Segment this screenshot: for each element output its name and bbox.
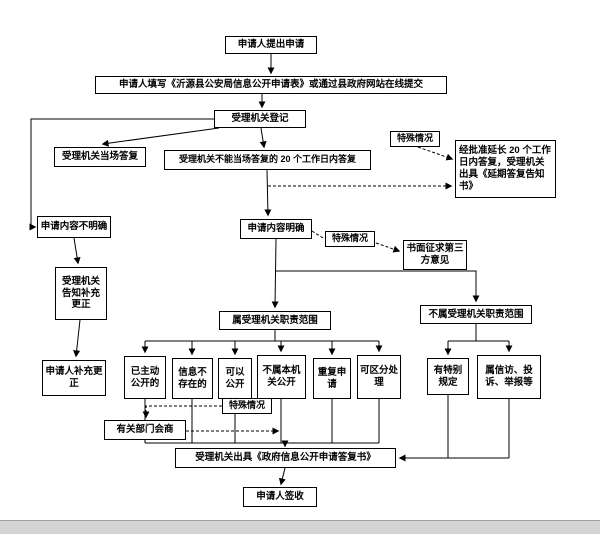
node-applicant-submit: 申请人提出申请 [225,36,317,54]
node-already-public: 已主动公开的 [124,356,166,399]
node-info-not-exist: 信息不存在的 [172,358,213,399]
node-third-party-opinion: 书面征求第三方意见 [403,240,467,270]
node-reply-within-20-days: 受理机关不能当场答复的 20 个工作日内答复 [164,150,371,170]
node-within-agency-scope: 属受理机关职责范围 [219,311,331,330]
node-outside-agency-scope: 不属受理机关职责范围 [420,305,532,324]
node-special-rules: 有特别规定 [427,358,469,395]
node-special-case-1: 特殊情况 [390,131,440,147]
node-repeat-application: 重复申请 [313,358,351,399]
node-separable-handling: 可区分处理 [357,355,401,399]
node-applicant-sign-receipt: 申请人签收 [243,487,317,507]
window-bottom-chrome [0,520,600,534]
node-department-consultation: 有关部门会商 [104,420,186,440]
node-can-be-public: 可以公开 [218,358,252,399]
node-special-case-2: 特殊情况 [325,231,375,247]
node-notify-supplement-correct: 受理机关告知补充更正 [55,267,107,320]
node-issue-reply-document: 受理机关出具《政府信息公开申请答复书》 [175,448,396,468]
node-content-unclear: 申请内容不明确 [37,216,111,238]
node-special-case-3: 特殊情况 [222,398,272,414]
node-fill-application-form: 申请人填写《沂源县公安局信息公开申请表》或通过县政府网站在线提交 [95,76,447,94]
node-petition-complaint-report: 属信访、投诉、举报等 [477,355,541,399]
node-onsite-reply: 受理机关当场答复 [54,147,146,167]
node-applicant-supplement-correct: 申请人补充更正 [42,360,106,396]
node-agency-register: 受理机关登记 [214,110,306,128]
node-content-clear: 申请内容明确 [240,219,312,239]
node-extended-reply-notice: 经批准延长 20 个工作日内答复，受理机关出具《延期答复告知书》 [455,140,556,198]
node-not-this-agency: 不属本机关公开 [257,355,306,399]
